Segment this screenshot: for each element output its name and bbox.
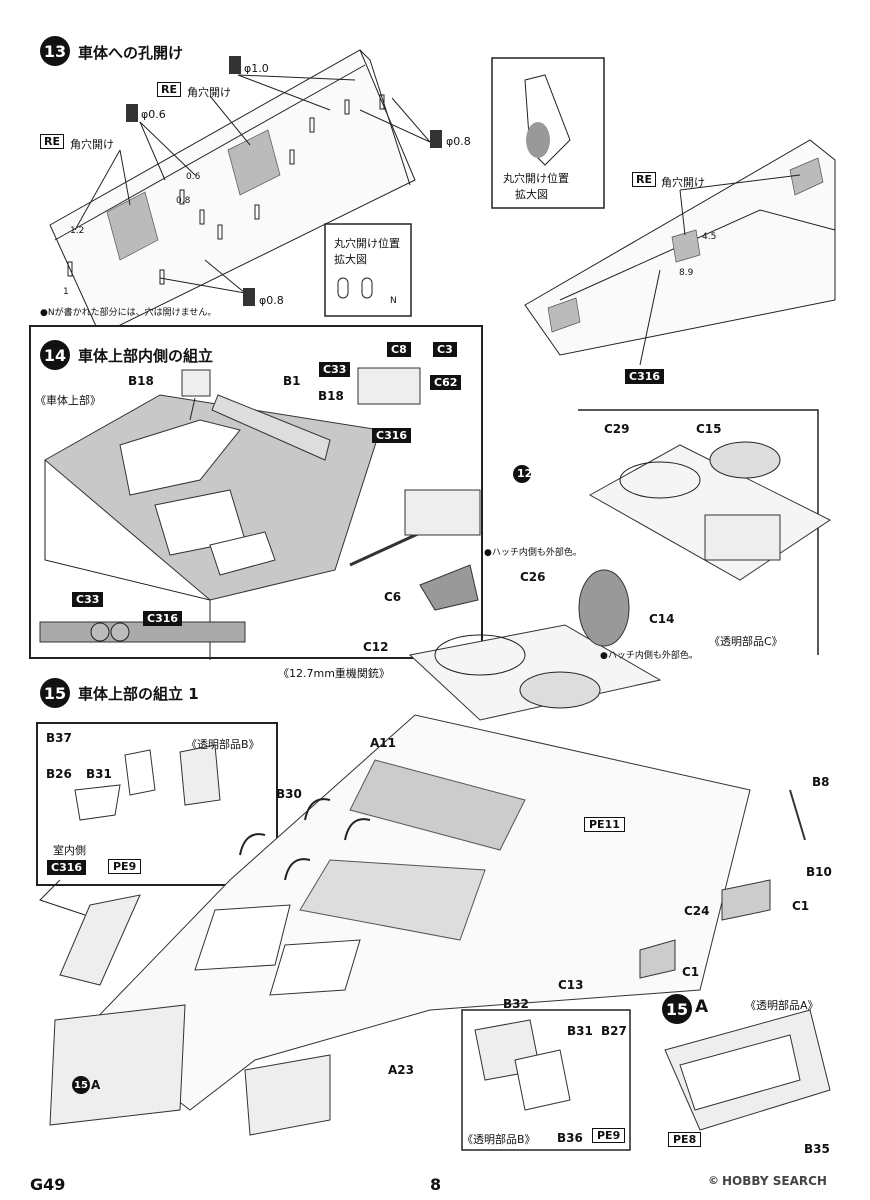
part-b1: B1 [283, 374, 301, 388]
part-b31-inset: B31 [567, 1024, 593, 1038]
part-b8: B8 [812, 775, 830, 789]
clear-parts-b-label: 《透明部品B》 [186, 738, 260, 751]
n-mark: N [390, 296, 397, 306]
drill-icon [430, 130, 442, 148]
part-c1-lower: C1 [682, 965, 700, 979]
hatch-note-2: ●ハッチ内側も外部色。 [600, 651, 698, 661]
re-badge-1: RE [157, 82, 181, 97]
square-hole-label-3: 角穴開け [661, 176, 705, 189]
drill-size-0-8-b: φ0.8 [259, 294, 284, 307]
part-b35: B35 [804, 1142, 830, 1156]
step-15a-number: 15 [662, 994, 692, 1024]
mg-drawing [349, 409, 831, 721]
interior-side-label: 室内側 [53, 844, 86, 857]
part-b26: B26 [46, 767, 72, 781]
dim-0-6: 0.6 [186, 172, 201, 182]
upper-hull-label: 《車体上部》 [35, 394, 101, 407]
clear-parts-a-caption: 《透明部品A》 [745, 999, 819, 1012]
part-c8: C8 [387, 342, 411, 357]
part-b30: B30 [276, 787, 302, 801]
part-c316-bottom: C316 [143, 611, 183, 626]
drill-size-1-0: φ1.0 [244, 62, 269, 75]
part-b31-left: B31 [86, 767, 112, 781]
step-13-title: 車体への孔開け [78, 44, 184, 62]
hatch-note-1: ●ハッチ内側も外部色。 [484, 548, 582, 558]
step-15-number: 15 [40, 678, 70, 708]
part-pe9-inset: PE9 [592, 1128, 626, 1143]
step15-detail-box [36, 722, 278, 886]
part-c15: C15 [696, 422, 722, 436]
sub-step-15a-ref-letter: A [91, 1078, 101, 1092]
square-hole-label-2: 角穴開け [70, 138, 114, 151]
part-pe11: PE11 [584, 817, 625, 832]
mg-callout-number: 12 [517, 467, 533, 480]
page-number: 8 [430, 1175, 442, 1194]
part-b32: B32 [503, 997, 529, 1011]
part-c1-upper: C1 [792, 899, 810, 913]
mg-caption: 《12.7mm重機関銃》 [278, 667, 390, 680]
re-badge-3: RE [632, 172, 656, 187]
drill-icon [229, 56, 241, 74]
clear-parts-c-caption: 《透明部品C》 [709, 635, 783, 648]
part-c62: C62 [430, 375, 462, 390]
part-b18: B18 [128, 374, 154, 388]
part-c33: C33 [319, 362, 351, 377]
part-b36: B36 [557, 1131, 583, 1145]
drill-size-0-8-a: φ0.8 [446, 135, 471, 148]
part-c26: C26 [520, 570, 546, 584]
magnifier-title-2b: 拡大図 [334, 253, 367, 266]
part-b10: B10 [806, 865, 832, 879]
part-b27: B27 [601, 1024, 627, 1038]
dim-8-9: 8.9 [679, 268, 694, 278]
dim-1: 1 [63, 287, 69, 297]
part-c3: C3 [433, 342, 457, 357]
magnifier-title-1b: 拡大図 [515, 188, 548, 201]
step-13-number: 13 [40, 36, 70, 66]
watermark-copyright: © [708, 1174, 719, 1187]
part-c13: C13 [558, 978, 584, 992]
drill-size-0-6: φ0.6 [141, 108, 166, 121]
inset-clear-parts-b: 《透明部品B》 [462, 1133, 536, 1146]
part-c33-bottom: C33 [72, 592, 104, 607]
sub-step-15a-ref: 15 [72, 1076, 90, 1094]
part-c316-step15: C316 [47, 860, 87, 875]
re-badge-2: RE [40, 134, 64, 149]
dim-4-5: 4.5 [702, 232, 717, 242]
drill-icon [126, 104, 138, 122]
part-a11: A11 [370, 736, 396, 750]
part-c12: C12 [363, 640, 389, 654]
part-pe9-left: PE9 [108, 859, 142, 874]
step-14-number: 14 [40, 340, 70, 370]
part-pe8: PE8 [668, 1132, 702, 1147]
part-c6: C6 [384, 590, 402, 604]
no-hole-note: ●Nが書かれた部分には、穴は開けません。 [40, 308, 217, 318]
drill-icon [243, 288, 255, 306]
dim-1-2: 1.2 [70, 226, 85, 236]
step14-drawing [39, 367, 421, 660]
part-b37: B37 [46, 731, 72, 745]
part-c24: C24 [684, 904, 710, 918]
part-a23: A23 [388, 1063, 414, 1077]
magnifier-title-1a: 丸穴開け位置 [503, 172, 569, 185]
part-b18-small: B18 [318, 389, 344, 403]
step-14-title: 車体上部内側の組立 [78, 347, 214, 365]
part-c316-step14: C316 [372, 428, 412, 443]
kit-code: G49 [30, 1175, 66, 1194]
watermark: HOBBY SEARCH [722, 1174, 827, 1188]
step13-drawing [49, 49, 836, 366]
magnifier-title-2a: 丸穴開け位置 [334, 237, 400, 250]
step-15-title: 車体上部の組立 1 [78, 685, 199, 703]
part-c316-step13: C316 [625, 369, 665, 384]
part-c29: C29 [604, 422, 630, 436]
square-hole-label-1: 角穴開け [187, 86, 231, 99]
dim-0-8: 0.8 [176, 196, 191, 206]
step-15a-letter: A [695, 997, 709, 1017]
part-c14: C14 [649, 612, 675, 626]
